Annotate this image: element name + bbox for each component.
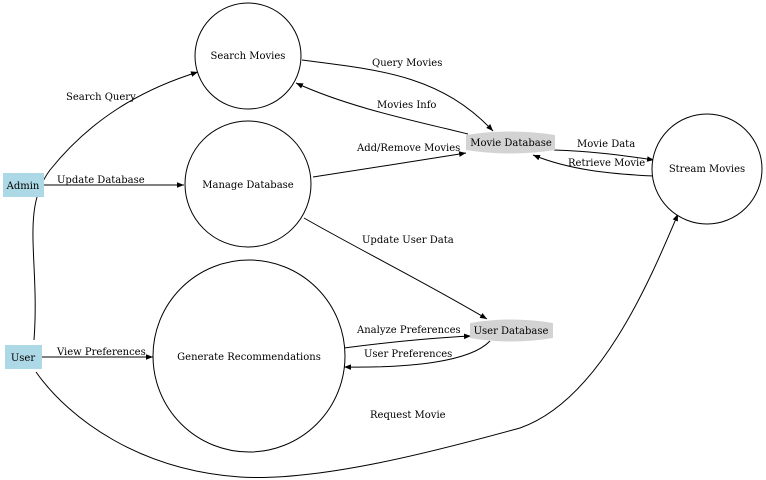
edge-movie-data — [553, 149, 655, 162]
label-query-movies: Query Movies — [372, 58, 442, 69]
label-request-movie: Request Movie — [370, 410, 446, 421]
process-stream-movies — [651, 113, 763, 225]
process-manage-database-label: Manage Database — [202, 180, 294, 191]
process-search-movies — [194, 2, 302, 110]
process-generate-recommendations-label: Generate Recommendations — [177, 352, 321, 363]
store-user-database-label: User Database — [474, 326, 549, 337]
label-retrieve-movie: Retrieve Movie — [568, 158, 645, 169]
label-movies-info: Movies Info — [377, 100, 436, 111]
entity-admin-label: Admin — [6, 181, 40, 192]
label-view-preferences: View Preferences — [56, 347, 146, 358]
store-movie-database-label: Movie Database — [470, 138, 552, 149]
edge-retrieve-movie — [532, 154, 655, 177]
edge-search-query — [32, 71, 199, 341]
label-update-user-data: Update User Data — [362, 235, 454, 246]
entity-user-label: User — [11, 353, 35, 364]
entity-user — [5, 345, 42, 369]
process-manage-database — [184, 120, 312, 248]
edge-request-movie — [35, 213, 679, 479]
edge-user-preferences — [343, 340, 491, 370]
edge-analyze-preferences — [343, 333, 472, 349]
label-movie-data: Movie Data — [577, 139, 635, 150]
label-user-preferences: User Preferences — [364, 349, 452, 360]
label-add-remove-movies: Add/Remove Movies — [356, 143, 460, 154]
edge-add-remove-movies — [312, 151, 467, 178]
label-update-database: Update Database — [57, 175, 145, 186]
edge-update-user-data — [303, 217, 488, 320]
entity-admin — [3, 173, 44, 197]
edge-movies-info — [295, 82, 469, 135]
label-analyze-preferences: Analyze Preferences — [356, 325, 461, 336]
store-movie-database: Movie Database — [466, 131, 555, 154]
label-search-query: Search Query — [66, 92, 136, 103]
process-generate-recommendations — [152, 259, 346, 453]
edge-query-movies — [301, 59, 494, 132]
process-search-movies-label: Search Movies — [211, 51, 286, 62]
store-user-database: User Database — [470, 319, 553, 342]
process-stream-movies-label: Stream Movies — [669, 164, 745, 175]
